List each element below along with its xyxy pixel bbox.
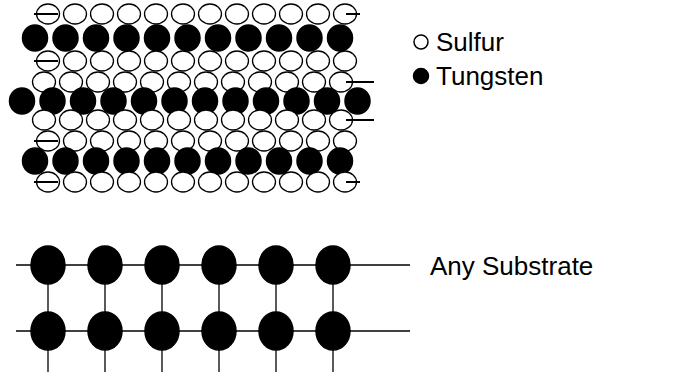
sulfur-atom <box>87 72 110 92</box>
substrate-atom <box>88 312 122 350</box>
tungsten-atom <box>114 148 139 174</box>
tungsten-atom <box>53 148 78 174</box>
substrate-atom <box>145 246 179 284</box>
tungsten-atom <box>114 25 139 51</box>
tungsten-atom <box>328 148 353 174</box>
substrate-atom <box>31 246 65 284</box>
sulfur-atom <box>253 172 276 192</box>
bond-stub <box>34 181 58 183</box>
sulfur-symbol <box>414 35 428 49</box>
substrate-label: Any Substrate <box>430 253 593 279</box>
sulfur-atom <box>118 4 141 24</box>
tungsten-atom <box>267 148 292 174</box>
tungsten-atom <box>297 148 322 174</box>
sulfur-atom <box>280 172 303 192</box>
sulfur-atom <box>145 4 168 24</box>
tungsten-atom <box>145 148 170 174</box>
tungsten-atom <box>328 25 353 51</box>
sulfur-atom <box>249 110 272 130</box>
sulfur-atom <box>64 4 87 24</box>
tungsten-atom <box>84 25 109 51</box>
tungsten-atom <box>206 148 231 174</box>
sulfur-atom <box>64 172 87 192</box>
tungsten-atom <box>175 25 200 51</box>
legend-text: Sulfur <box>436 29 504 55</box>
sulfur-atom <box>145 51 168 71</box>
bond-stub <box>346 181 360 183</box>
substrate-atom <box>202 312 236 350</box>
sulfur-atom <box>307 4 330 24</box>
sulfur-atom <box>33 110 56 130</box>
sulfur-atom <box>253 131 276 151</box>
sulfur-atom <box>253 51 276 71</box>
substrate-atom <box>88 246 122 284</box>
sulfur-atom <box>114 110 137 130</box>
sulfur-atom <box>226 51 249 71</box>
bond-stub <box>34 60 58 62</box>
sulfur-atom <box>64 51 87 71</box>
tungsten-atom <box>267 25 292 51</box>
tungsten-symbol <box>414 69 429 84</box>
bond-stub <box>346 119 374 121</box>
tungsten-atom <box>175 148 200 174</box>
sulfur-atom <box>195 110 218 130</box>
sulfur-atom <box>276 110 299 130</box>
tungsten-atom <box>145 25 170 51</box>
sulfur-atom <box>222 110 245 130</box>
substrate-lattice <box>16 246 410 372</box>
sulfur-atom <box>199 4 222 24</box>
substrate-atom <box>316 312 350 350</box>
sulfur-atom <box>91 172 114 192</box>
substrate-atom <box>145 312 179 350</box>
substrate-atom <box>31 312 65 350</box>
bond-stub <box>346 13 360 15</box>
sulfur-atom <box>199 172 222 192</box>
substrate-atom <box>259 312 293 350</box>
sulfur-atom <box>280 4 303 24</box>
sulfur-atom <box>118 172 141 192</box>
sulfur-atom <box>168 110 191 130</box>
sulfur-atom <box>91 51 114 71</box>
sulfur-atom <box>334 51 357 71</box>
tungsten-atom <box>10 88 35 114</box>
sulfur-atom <box>91 4 114 24</box>
tungsten-atom <box>23 25 48 51</box>
sulfur-atom <box>141 110 164 130</box>
tungsten-atom <box>236 148 261 174</box>
tungsten-atom <box>236 25 261 51</box>
tungsten-atom <box>23 148 48 174</box>
sulfur-atom <box>307 172 330 192</box>
sulfur-atom <box>226 4 249 24</box>
bond-stub <box>346 81 374 83</box>
sulfur-atom <box>172 51 195 71</box>
sulfur-atom <box>60 110 83 130</box>
sulfur-atom <box>145 172 168 192</box>
sulfur-atom <box>199 51 222 71</box>
substrate-atom <box>316 246 350 284</box>
substrate-atom <box>202 246 236 284</box>
tungsten-atom <box>84 148 109 174</box>
sulfur-atom <box>253 4 276 24</box>
legend-text: Tungsten <box>436 63 543 89</box>
sulfur-atom <box>280 51 303 71</box>
sulfur-atom <box>307 51 330 71</box>
sulfur-atom <box>172 4 195 24</box>
sulfur-atom <box>303 110 326 130</box>
tungsten-atom <box>345 88 370 114</box>
sulfur-atom <box>226 172 249 192</box>
sulfur-atom <box>87 110 110 130</box>
tungsten-atom <box>53 25 78 51</box>
sulfur-atom <box>172 172 195 192</box>
sulfur-atom <box>118 51 141 71</box>
tungsten-atom <box>206 25 231 51</box>
tungsten-atom <box>297 25 322 51</box>
substrate-atom <box>259 246 293 284</box>
ws2-layers <box>10 4 375 192</box>
bond-stub <box>34 13 58 15</box>
bond-stub <box>34 140 58 142</box>
